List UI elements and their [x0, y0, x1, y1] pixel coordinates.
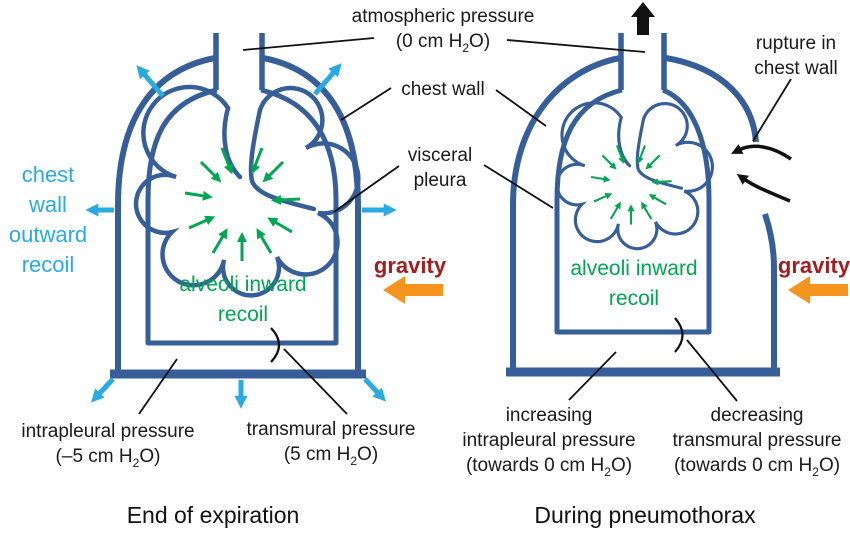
atmospheric-pressure-label: atmospheric pressure (0 cm H2O)	[352, 4, 535, 61]
pleural-space-bracket-left	[270, 327, 281, 363]
atmospheric-pressure-value: (0 cm H2O)	[395, 31, 491, 55]
caption-during-pneumothorax: During pneumothorax	[534, 502, 756, 528]
atmospheric-pressure-text: atmospheric pressure	[351, 6, 535, 27]
visceral-pleura-left	[145, 87, 339, 346]
pleural-space-bracket-right	[674, 317, 684, 353]
transmural-pressure-label: transmural pressure (5 cm H2O)	[246, 419, 416, 468]
trachea-left	[213, 33, 265, 90]
visceral-pleura-right	[554, 87, 712, 335]
alveoli-inward-recoil-label-right: alveoli inward recoil	[570, 257, 698, 310]
gravity-label-left: gravity	[373, 253, 447, 278]
trachea-right	[618, 33, 667, 90]
air-escape-arrow	[631, 2, 655, 35]
gravity-arrow-left	[383, 276, 443, 304]
visceral-pleura-label: visceral pleura	[407, 145, 473, 191]
outward-recoil-arrows	[85, 63, 397, 409]
leader-lines	[138, 37, 792, 415]
alveoli-inward-recoil-label-left: alveoli inward recoil	[179, 273, 307, 326]
gravity-arrow-right	[788, 276, 848, 304]
intrapleural-pressure-label: intrapleural pressure (–5 cm H2O)	[21, 421, 195, 470]
chest-wall-label: chest wall	[401, 79, 485, 100]
caption-end-of-expiration: End of expiration	[126, 502, 300, 528]
air-inflow-arrows	[731, 144, 792, 203]
gravity-label-right: gravity	[777, 253, 850, 278]
decreasing-transmural-label: decreasing transmural pressure (towards …	[672, 405, 842, 479]
chest-wall-right	[506, 55, 780, 377]
increasing-intrapleural-label: increasing intrapleural pressure (toward…	[462, 405, 636, 479]
rupture-label: rupture in chest wall	[754, 33, 838, 79]
right-diagram	[506, 2, 848, 377]
chest-wall-outward-recoil-label: chest wall outward recoil	[8, 162, 88, 277]
left-diagram	[85, 33, 443, 409]
chest-wall-below-rupture	[762, 213, 777, 369]
